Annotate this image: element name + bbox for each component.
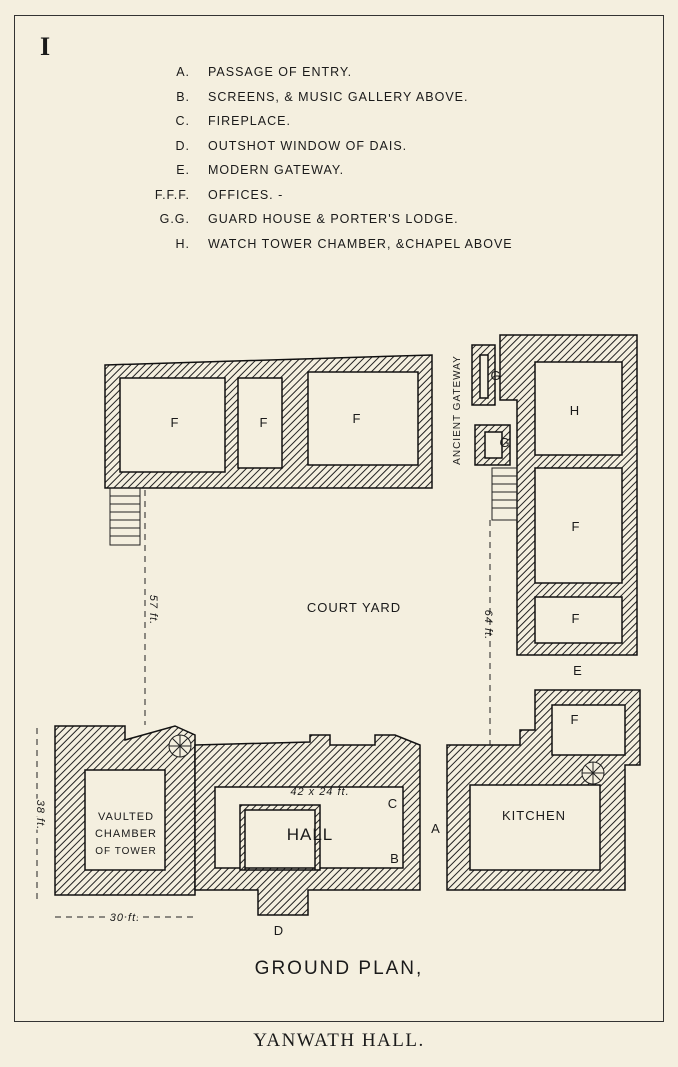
screens-label: B bbox=[390, 851, 400, 866]
tower-label: CHAMBER bbox=[95, 828, 157, 840]
legend-key: G.G. bbox=[159, 212, 190, 227]
legend-key: B. bbox=[176, 89, 190, 104]
legend-text: GUARD HOUSE & PORTER'S LODGE. bbox=[208, 212, 459, 227]
room-label: G bbox=[499, 435, 510, 450]
room-label: F bbox=[572, 611, 581, 626]
legend-key: F.F.F. bbox=[154, 187, 190, 202]
legend-item: D. OUTSHOT WINDOW OF DAIS. bbox=[150, 134, 513, 159]
plate-title: YANWATH HALL. bbox=[253, 1030, 425, 1051]
spiral-stair-icon bbox=[168, 734, 192, 758]
room-label: F bbox=[260, 415, 269, 430]
plate-border bbox=[14, 15, 664, 1022]
dimension-label: 38 ft. bbox=[34, 800, 46, 830]
legend-text: PASSAGE OF ENTRY. bbox=[208, 65, 353, 80]
legend-item: B. SCREENS, & MUSIC GALLERY ABOVE. bbox=[150, 85, 513, 110]
ground-plan-label: GROUND PLAN, bbox=[254, 958, 424, 979]
kitchen-label: KITCHEN bbox=[502, 808, 566, 823]
legend-key: C. bbox=[175, 114, 190, 129]
legend-item: A. PASSAGE OF ENTRY. bbox=[150, 60, 513, 85]
tower-label: VAULTED bbox=[98, 811, 154, 823]
passage-label: A bbox=[431, 821, 441, 836]
kitchen-walls bbox=[446, 689, 641, 891]
room-label: F bbox=[571, 712, 580, 727]
legend-item: E. MODERN GATEWAY. bbox=[150, 158, 513, 183]
legend-item: C. FIREPLACE. bbox=[150, 109, 513, 134]
offices-stair bbox=[109, 487, 141, 546]
legend: A. PASSAGE OF ENTRY. B. SCREENS, & MUSIC G… bbox=[150, 60, 513, 256]
hall-size-label: 42 x 24 ft. bbox=[290, 786, 349, 798]
legend-text: SCREENS, & MUSIC GALLERY ABOVE. bbox=[208, 89, 469, 104]
east-stair bbox=[491, 467, 518, 521]
room-label: H bbox=[570, 403, 580, 418]
east-range-walls bbox=[499, 334, 638, 656]
dimension-label: 57 ft. bbox=[147, 595, 159, 625]
legend-item: G.G. GUARD HOUSE & PORTER'S LODGE. bbox=[150, 207, 513, 232]
legend-text: WATCH TOWER CHAMBER, &CHAPEL ABOVE bbox=[208, 236, 513, 251]
legend-item: H. WATCH TOWER CHAMBER, &CHAPEL ABOVE bbox=[150, 232, 513, 257]
court-yard-label: COURT YARD bbox=[307, 600, 401, 615]
legend-key: E. bbox=[176, 163, 190, 178]
gate-label: E bbox=[573, 663, 583, 678]
legend-key: D. bbox=[175, 138, 190, 153]
fireplace-label: C bbox=[388, 796, 398, 811]
hall-label: HALL bbox=[287, 825, 334, 844]
dimension-label: 64 ft. bbox=[482, 610, 494, 640]
guard-house-wall bbox=[471, 344, 496, 406]
legend-text: OUTSHOT WINDOW OF DAIS. bbox=[208, 138, 408, 153]
offices-walls bbox=[104, 354, 433, 489]
room-label: F bbox=[353, 411, 362, 426]
porters-lodge-wall bbox=[474, 424, 511, 466]
room-label: F bbox=[171, 415, 180, 430]
dimension-label: 30 ft. bbox=[110, 912, 140, 924]
ancient-gateway-label: ANCIENT GATEWAY bbox=[452, 355, 463, 465]
tower-walls bbox=[54, 725, 196, 896]
tower-label: OF TOWER bbox=[95, 846, 157, 857]
legend-key: H. bbox=[175, 236, 190, 251]
legend-key: A. bbox=[176, 65, 190, 80]
dimension-lines bbox=[36, 490, 491, 918]
hall-inner-wall bbox=[239, 804, 321, 871]
plate-number: I bbox=[40, 32, 51, 61]
legend-text: MODERN GATEWAY. bbox=[208, 163, 345, 178]
spiral-stair-icon bbox=[581, 761, 605, 785]
room-label: G bbox=[490, 368, 501, 383]
legend-item: F.F.F. OFFICES. - bbox=[150, 183, 513, 208]
room-label: F bbox=[572, 519, 581, 534]
dais-window-label: D bbox=[274, 923, 284, 938]
legend-text: OFFICES. - bbox=[208, 187, 284, 202]
legend-text: FIREPLACE. bbox=[208, 114, 291, 129]
